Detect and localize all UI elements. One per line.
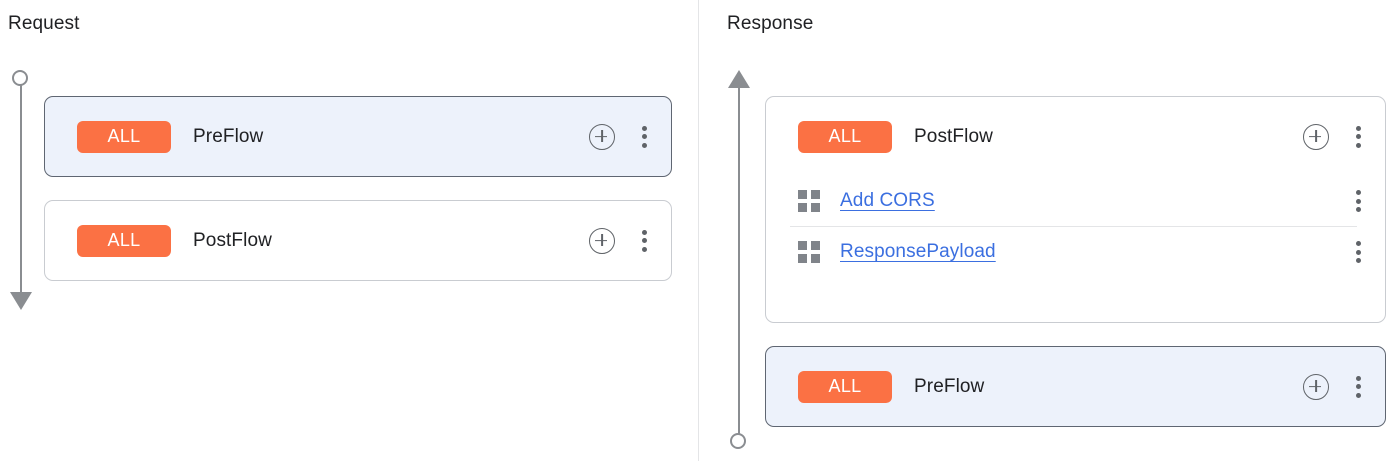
request-panel: Request ALL PreFlow (0, 0, 698, 461)
rail-arrow-down-icon (10, 292, 32, 310)
policy-divider (790, 226, 1357, 227)
method-badge: ALL (798, 370, 892, 403)
request-panel-title: Request (8, 13, 80, 34)
more-vert-icon (1347, 124, 1369, 150)
more-vert-icon (633, 124, 655, 150)
flow-menu-button[interactable] (633, 228, 655, 254)
policy-row[interactable]: ResponsePayload (766, 227, 1385, 277)
flow-name-label: PostFlow (914, 125, 993, 147)
rail-end-circle-icon (730, 433, 746, 449)
policy-row[interactable]: Add CORS (766, 176, 1385, 226)
plus-circle-icon (1303, 123, 1329, 150)
response-postflow-card[interactable]: ALL PostFlow Add CORS (765, 96, 1386, 323)
rail-line (20, 84, 22, 293)
policy-menu-button[interactable] (1347, 239, 1369, 265)
response-flow-rail (724, 70, 754, 450)
policy-grid-icon (798, 241, 820, 263)
rail-line (738, 86, 740, 436)
request-preflow-card[interactable]: ALL PreFlow (44, 96, 672, 177)
flow-menu-button[interactable] (1347, 374, 1369, 400)
request-flow-rail (6, 70, 36, 310)
response-panel: Response (698, 0, 1393, 461)
add-policy-button[interactable] (1303, 373, 1329, 400)
policy-link[interactable]: Add CORS (840, 190, 935, 211)
add-policy-button[interactable] (589, 227, 615, 254)
policy-grid-icon (798, 190, 820, 212)
flow-header-row: ALL PostFlow (45, 201, 671, 280)
add-policy-button[interactable] (1303, 123, 1329, 150)
rail-arrow-up-icon (728, 70, 750, 88)
flow-menu-button[interactable] (1347, 124, 1369, 150)
flow-header-row: ALL PostFlow (766, 97, 1385, 176)
flow-menu-button[interactable] (633, 124, 655, 150)
flow-header-row: ALL PreFlow (45, 97, 671, 176)
more-vert-icon (1347, 239, 1369, 265)
flow-header-row: ALL PreFlow (766, 347, 1385, 426)
flow-name-label: PostFlow (193, 229, 272, 251)
more-vert-icon (1347, 374, 1369, 400)
more-vert-icon (1347, 188, 1369, 214)
response-panel-title: Response (727, 13, 814, 34)
flow-name-label: PreFlow (914, 375, 985, 397)
method-badge: ALL (77, 120, 171, 153)
response-preflow-card[interactable]: ALL PreFlow (765, 346, 1386, 427)
policy-link[interactable]: ResponsePayload (840, 241, 996, 262)
plus-circle-icon (1303, 373, 1329, 400)
method-badge: ALL (77, 224, 171, 257)
plus-circle-icon (589, 227, 615, 254)
request-postflow-card[interactable]: ALL PostFlow (44, 200, 672, 281)
policy-menu-button[interactable] (1347, 188, 1369, 214)
more-vert-icon (633, 228, 655, 254)
add-policy-button[interactable] (589, 123, 615, 150)
plus-circle-icon (589, 123, 615, 150)
flow-name-label: PreFlow (193, 125, 264, 147)
method-badge: ALL (798, 120, 892, 153)
